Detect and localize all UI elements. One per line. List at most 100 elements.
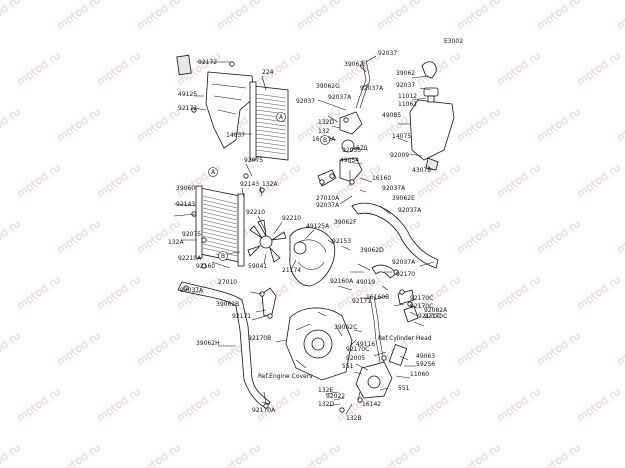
part-label: 39060 xyxy=(176,185,195,192)
watermark-text: motod.ru xyxy=(454,0,503,32)
part-label: 92143 xyxy=(176,201,195,208)
part-label: 670 xyxy=(356,145,368,152)
watermark-text: motod.ru xyxy=(14,49,63,89)
watermark-text: motod.ru xyxy=(454,329,503,369)
thermostat-housing xyxy=(339,111,363,186)
diagram-code: E3002 xyxy=(444,38,463,45)
watermark-text: motod.ru xyxy=(134,217,183,257)
watermark-text: motod.ru xyxy=(94,273,143,313)
part-label: 92075 xyxy=(182,231,201,238)
watermark-text: motod.ru xyxy=(574,273,623,313)
part-label: 92210 xyxy=(282,215,301,222)
part-label: 39062D xyxy=(360,247,384,254)
watermark-text: motod.ru xyxy=(534,0,583,32)
watermark-text: motod.ru xyxy=(0,329,23,369)
upper-radiator xyxy=(249,81,289,161)
watermark-text: motod.ru xyxy=(534,441,583,468)
watermark-text: motod.ru xyxy=(574,385,623,425)
watermark-text: motod.ru xyxy=(494,273,543,313)
clamp xyxy=(191,107,197,113)
part-label: 92170C xyxy=(424,313,447,320)
part-label: 92210A xyxy=(178,255,202,262)
watermark-text: motod.ru xyxy=(494,161,543,201)
watermark-text: motod.ru xyxy=(574,161,623,201)
watermark-text: motod.ru xyxy=(454,441,503,468)
part-label: 92171 xyxy=(232,313,251,320)
part-label: 551 xyxy=(342,363,354,370)
part-label: 92005 xyxy=(346,355,365,362)
watermark-text: motod.ru xyxy=(0,105,23,145)
part-label: 92160 xyxy=(196,263,215,270)
part-label: 92037 xyxy=(396,82,415,89)
watermark-text: motod.ru xyxy=(374,441,423,468)
part-label: 39062I xyxy=(344,61,365,68)
watermark-text: motod.ru xyxy=(614,217,625,257)
part-label: 39062E xyxy=(392,195,415,202)
part-label: 132B xyxy=(346,415,362,422)
part-label: 49019 xyxy=(356,279,375,286)
part-label: 49054 xyxy=(340,157,359,164)
part-label: 92170A xyxy=(252,407,276,414)
part-label: 92172 xyxy=(198,59,217,66)
watermark-text: motod.ru xyxy=(94,161,143,201)
watermark-text: motod.ru xyxy=(214,441,263,468)
svg-text:A: A xyxy=(211,169,216,176)
part-label: 49116 xyxy=(356,341,375,348)
part-label: 92170C xyxy=(410,295,433,302)
part-label: 43078 xyxy=(412,167,431,174)
part-label: 16142 xyxy=(362,401,381,408)
clamp xyxy=(407,301,413,307)
watermark-text: motod.ru xyxy=(414,385,463,425)
clamp xyxy=(393,269,399,275)
part-label: 49125 xyxy=(178,91,197,98)
part-label: 92037A xyxy=(360,85,384,92)
part-label: 11061 xyxy=(398,101,417,108)
part-label: 132A xyxy=(168,239,184,246)
part-label: 59041 xyxy=(248,263,267,270)
watermark-text: motod.ru xyxy=(574,49,623,89)
watermark-text: motod.ru xyxy=(0,441,23,468)
callout-b-top: B xyxy=(320,135,330,145)
watermark-text: motod.ru xyxy=(134,105,183,145)
part-label: 132 xyxy=(318,128,330,135)
clamp xyxy=(381,355,387,361)
part-label: 49085 xyxy=(382,112,401,119)
cooling-fan xyxy=(247,219,287,263)
part-label: 92037A xyxy=(328,94,352,101)
lower-radiator xyxy=(195,185,245,267)
watermark-text: motod.ru xyxy=(94,49,143,89)
part-label: 39062C xyxy=(334,324,357,331)
part-label: 92160A xyxy=(330,278,354,285)
part-label: 224 xyxy=(262,69,274,76)
part-label: 21174 xyxy=(282,267,301,274)
part-label: 132D xyxy=(318,119,334,126)
part-label: 92037 xyxy=(378,50,397,57)
clamp xyxy=(267,313,273,319)
part-label: 39062H xyxy=(196,340,220,347)
watermark-text: motod.ru xyxy=(0,0,23,32)
fan-motor xyxy=(289,227,336,287)
watermark-text: motod.ru xyxy=(14,161,63,201)
part-label: 551 xyxy=(398,385,410,392)
callout-a-bottom: A xyxy=(208,167,218,177)
callout-a-top: A xyxy=(276,112,286,122)
part-label: 92172 xyxy=(178,105,197,112)
part-label: 92170C xyxy=(418,313,441,320)
watermark-text: motod.ru xyxy=(454,217,503,257)
watermark-text: motod.ru xyxy=(54,217,103,257)
part-label: 92009 xyxy=(390,152,409,159)
watermark-text: motod.ru xyxy=(534,329,583,369)
watermark-text: motod.ru xyxy=(174,385,223,425)
part-label: 39062G xyxy=(316,83,340,90)
part-label: 14037 xyxy=(226,132,245,139)
part-label: 11012 xyxy=(398,93,417,100)
part-label: 27010 xyxy=(218,279,237,286)
clamp xyxy=(201,237,207,243)
svg-text:B: B xyxy=(323,137,327,144)
watermark-text: motod.ru xyxy=(614,329,625,369)
watermark-text: motod.ru xyxy=(294,441,343,468)
clamp xyxy=(399,289,405,295)
watermark-text: motod.ru xyxy=(94,385,143,425)
part-label: 16160B xyxy=(366,294,389,301)
